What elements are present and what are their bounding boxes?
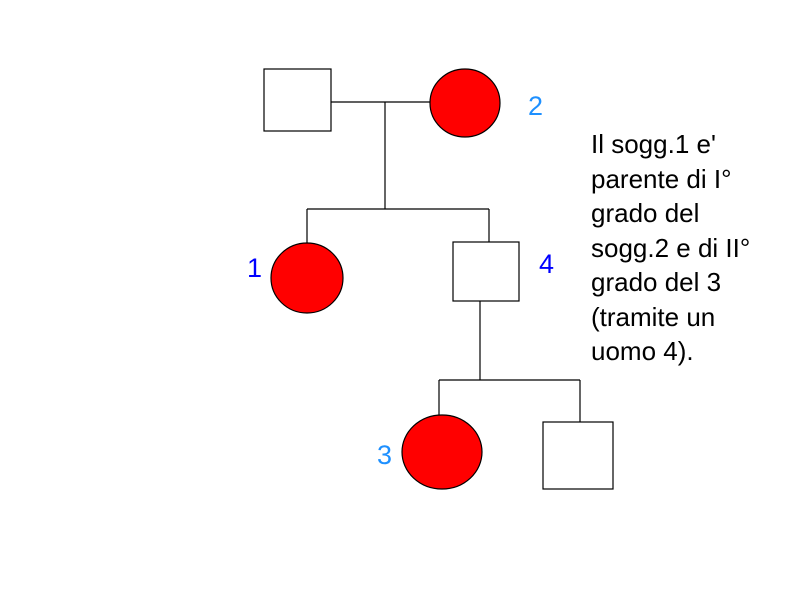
note-line: (tramite un: [591, 301, 716, 332]
subject1-circle: [270, 242, 344, 314]
note-line: parente di I°: [591, 163, 732, 194]
note-line: grado del: [591, 198, 700, 228]
subject4-square: [452, 241, 520, 302]
father-square: [263, 68, 332, 132]
label-subject4: 4: [539, 249, 555, 279]
note-line: uomo 4).: [591, 336, 694, 366]
note-line: grado del 3: [591, 267, 722, 297]
note-line: Il sogg.1 e': [591, 129, 716, 159]
label-subject3: 3: [377, 440, 393, 470]
subject2-circle: [429, 68, 501, 138]
brother-square: [542, 421, 614, 490]
subject3-circle: [401, 414, 483, 490]
explanation-note: Il sogg.1 e' parente di I° grado del sog…: [591, 127, 791, 369]
label-subject2: 2: [528, 91, 544, 121]
label-subject1: 1: [247, 253, 263, 283]
note-line: sogg.2 e di II°: [591, 232, 751, 263]
